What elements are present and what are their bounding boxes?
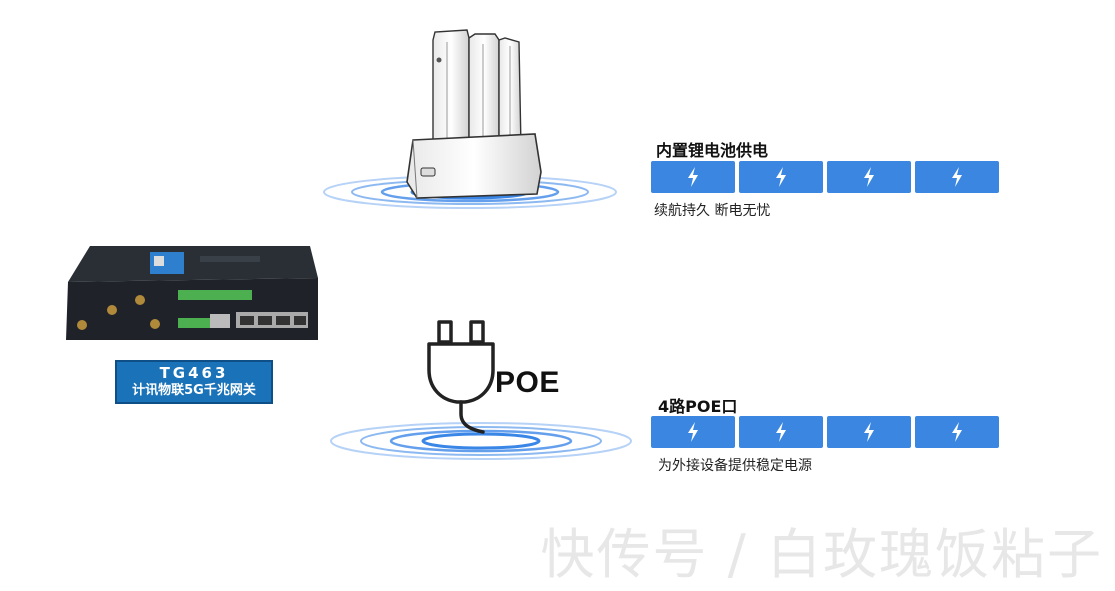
product-description: 计讯物联5G千兆网关	[132, 383, 256, 398]
feature-subtitle-battery: 续航持久 断电无忧	[654, 203, 771, 219]
lightning-bolt-icon	[952, 422, 962, 442]
power-bar	[651, 161, 735, 193]
router-device-image	[66, 246, 318, 340]
power-bar	[827, 416, 911, 448]
poe-label: POE	[495, 366, 560, 399]
power-bar	[739, 161, 823, 193]
lightning-bolt-icon	[688, 422, 698, 442]
power-bar	[915, 161, 999, 193]
feature-subtitle-poe: 为外接设备提供稳定电源	[658, 458, 812, 474]
watermark: 快传号 / 白玫瑰饭粘子	[540, 523, 1103, 586]
feature-bars-battery	[651, 161, 999, 193]
power-bar	[827, 161, 911, 193]
lightning-bolt-icon	[688, 167, 698, 187]
power-bar	[651, 416, 735, 448]
feature-title-poe: 4路POE口	[658, 397, 738, 416]
battery-pack-image	[406, 29, 542, 199]
lightning-bolt-icon	[864, 167, 874, 187]
lightning-bolt-icon	[776, 422, 786, 442]
lightning-bolt-icon	[864, 422, 874, 442]
product-model: TG463	[159, 364, 229, 382]
feature-bars-poe	[651, 416, 999, 448]
feature-title-battery: 内置锂电池供电	[656, 141, 769, 160]
power-plug-icon	[427, 320, 495, 434]
product-label: TG463 计讯物联5G千兆网关	[115, 360, 273, 404]
poe-ripple	[330, 422, 632, 460]
power-bar	[739, 416, 823, 448]
power-bar	[915, 416, 999, 448]
lightning-bolt-icon	[776, 167, 786, 187]
lightning-bolt-icon	[952, 167, 962, 187]
